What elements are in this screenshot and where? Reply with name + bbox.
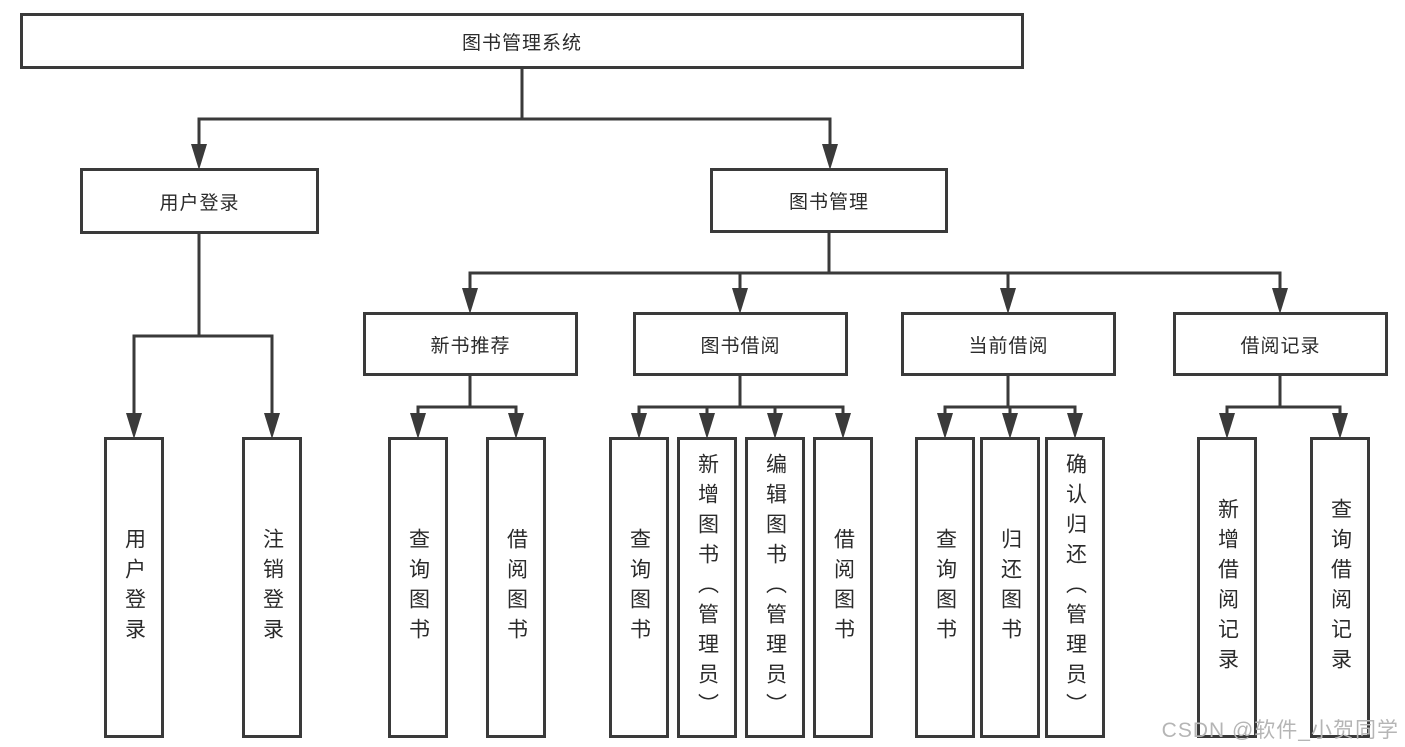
- node-book-management: 图书管理: [710, 168, 948, 233]
- leaf-return-book: 归还图书: [980, 437, 1040, 738]
- node-label: 新书推荐: [430, 335, 511, 357]
- leaf-add-book-admin: 新增图书（管理员）: [677, 437, 737, 738]
- node-label: 归还图书: [998, 527, 1022, 648]
- node-label: 用户登录: [122, 527, 146, 648]
- node-label: 图书管理系统: [461, 32, 582, 54]
- leaf-user-login: 用户登录: [104, 437, 164, 738]
- node-label: 查询图书: [627, 527, 651, 648]
- node-label: 查询图书: [406, 527, 430, 648]
- node-label: 图书借阅: [700, 335, 781, 357]
- node-label: 注销登录: [260, 527, 284, 648]
- leaf-query-books-recommend: 查询图书: [388, 437, 448, 738]
- node-user-login: 用户登录: [80, 168, 319, 234]
- node-label: 借阅图书: [831, 527, 855, 648]
- node-label: 编辑图书（管理员）: [763, 452, 787, 723]
- node-label: 图书管理: [788, 192, 869, 213]
- node-new-book-recommendation: 新书推荐: [363, 312, 578, 376]
- node-label: 借阅记录: [1240, 335, 1321, 357]
- node-current-borrowing: 当前借阅: [901, 312, 1116, 376]
- node-label: 当前借阅: [968, 335, 1049, 357]
- node-library-management-system: 图书管理系统: [20, 13, 1024, 69]
- node-label: 确认归还（管理员）: [1063, 452, 1087, 723]
- node-label: 借阅图书: [504, 527, 528, 648]
- leaf-borrow-books-recommend: 借阅图书: [486, 437, 546, 738]
- leaf-query-borrow-record: 查询借阅记录: [1310, 437, 1370, 738]
- node-label: 新增图书（管理员）: [695, 452, 719, 723]
- watermark-text: CSDN @软件_小贺同学: [1161, 719, 1399, 742]
- leaf-edit-book-admin: 编辑图书（管理员）: [745, 437, 805, 738]
- node-label: 查询借阅记录: [1328, 497, 1352, 678]
- node-label: 新增借阅记录: [1215, 497, 1239, 678]
- node-borrowing-records: 借阅记录: [1173, 312, 1388, 376]
- leaf-add-borrow-record: 新增借阅记录: [1197, 437, 1257, 738]
- node-label: 查询图书: [933, 527, 957, 648]
- node-label: 用户登录: [159, 192, 240, 214]
- leaf-borrow-books-borrowing: 借阅图书: [813, 437, 873, 738]
- leaf-confirm-return-admin: 确认归还（管理员）: [1045, 437, 1105, 738]
- leaf-logout: 注销登录: [242, 437, 302, 738]
- leaf-query-books-current: 查询图书: [915, 437, 975, 738]
- leaf-query-books-borrowing: 查询图书: [609, 437, 669, 738]
- node-book-borrowing: 图书借阅: [633, 312, 848, 376]
